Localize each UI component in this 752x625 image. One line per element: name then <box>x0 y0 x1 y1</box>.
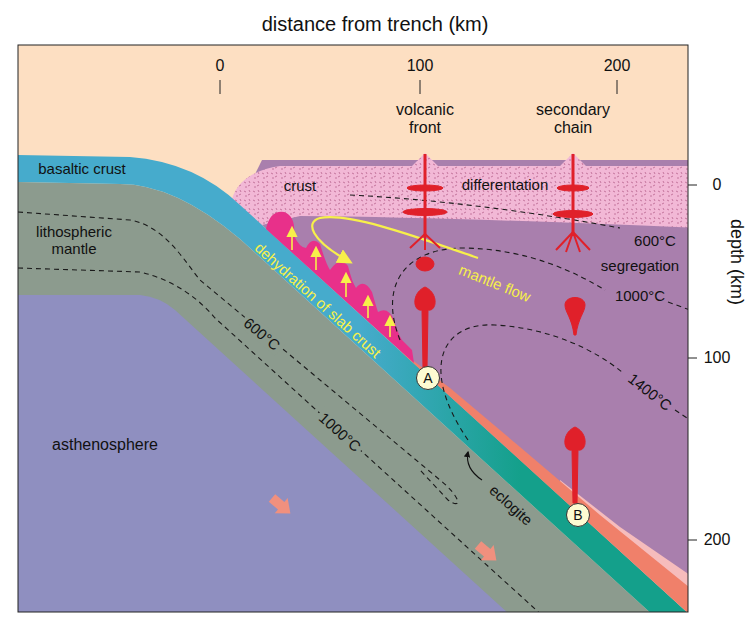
point-letter: A <box>423 371 432 385</box>
tick-label: 0 <box>216 57 225 75</box>
label-circle: B <box>566 503 590 527</box>
axis-ticks <box>220 80 697 540</box>
tick-label: 100 <box>407 57 434 75</box>
isotherm-label: 600°C <box>238 312 286 356</box>
tick-label: 0 <box>713 176 722 194</box>
layer-label: asthenosphere <box>52 436 158 454</box>
process-label: segregation <box>601 257 679 274</box>
continental-crust <box>232 153 688 228</box>
frame <box>18 45 688 612</box>
tick-label: 200 <box>604 57 631 75</box>
slab-crust <box>18 155 688 612</box>
flow-label: mantle flow <box>457 261 534 305</box>
isotherm-label: 600°C <box>634 232 676 249</box>
volcano-label: volcanic front <box>380 101 470 138</box>
magma-bodies <box>403 154 593 503</box>
layer-label: eclogite <box>486 481 536 528</box>
hydrous-melt <box>266 212 414 363</box>
label-circle: A <box>416 366 440 390</box>
volcano-label: secondary chain <box>528 101 618 138</box>
tick-label: 200 <box>704 531 731 549</box>
process-label: differentation <box>462 176 548 193</box>
plate-motion-arrows <box>266 490 503 568</box>
mantle-flow-arrow <box>312 217 478 262</box>
isotherms <box>18 195 688 612</box>
layer-label: lithospheric mantle <box>18 223 130 258</box>
axis-title: distance from trench (km) <box>262 13 489 36</box>
eclogite-leader <box>468 452 482 480</box>
asthenosphere-region <box>18 295 520 612</box>
layer-label: crust <box>284 177 317 194</box>
isotherm-label: 1000°C <box>615 287 665 304</box>
layer-label: basaltic crust <box>38 160 126 177</box>
point-letter: B <box>573 508 582 522</box>
tick-label: 100 <box>704 349 731 367</box>
axis-title: depth (km) <box>727 219 748 305</box>
isotherm-label: 1000°C <box>313 407 366 457</box>
isotherm-label: 1400°C <box>625 370 675 415</box>
